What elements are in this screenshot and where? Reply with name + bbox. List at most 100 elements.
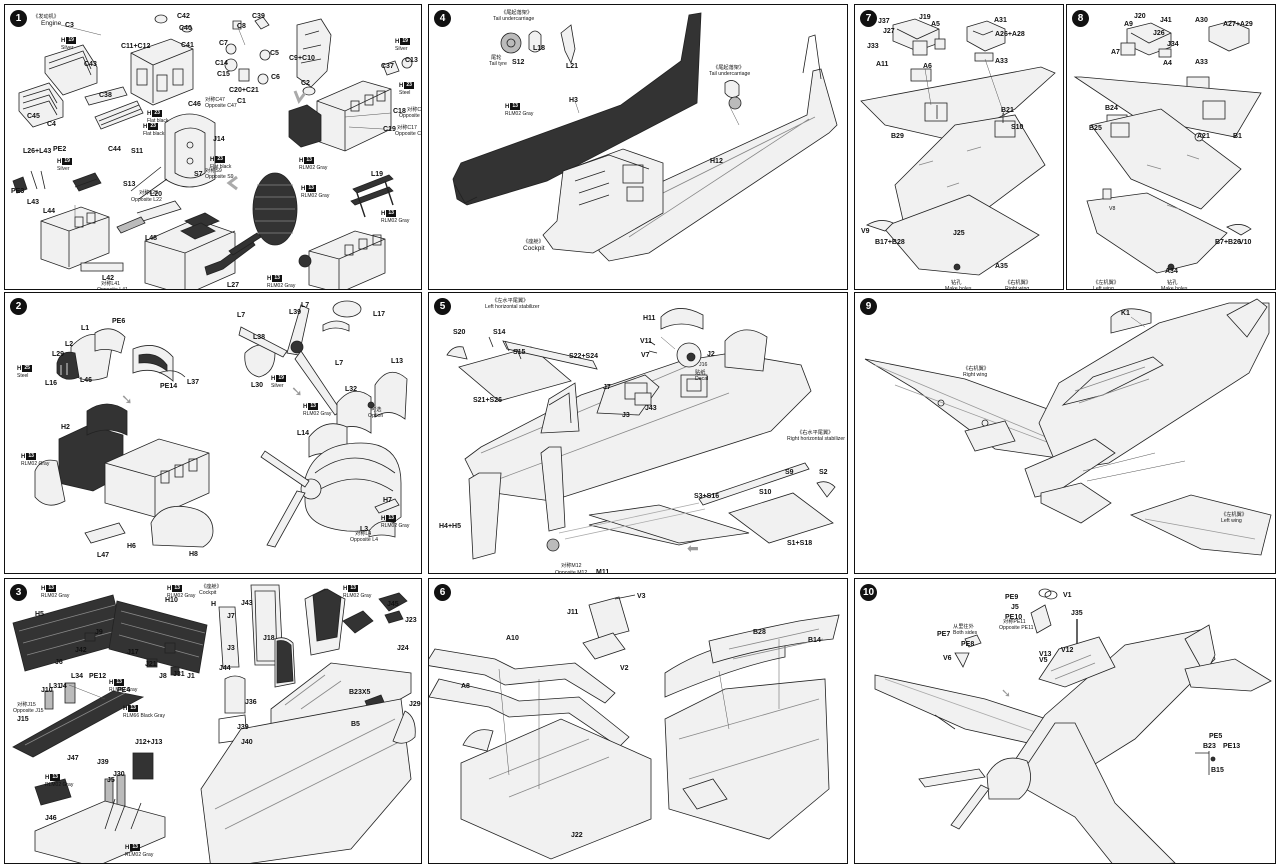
- step-number: 1: [10, 10, 27, 27]
- part-label: PE6: [112, 318, 126, 325]
- part-label: B23X5: [349, 689, 371, 696]
- part-label: V12: [1061, 647, 1074, 654]
- part-label: J6: [55, 659, 63, 666]
- part-label: C38: [99, 92, 112, 99]
- part-label: J33: [867, 43, 879, 50]
- part-label: J36: [245, 699, 257, 706]
- paint-name: Steel: [17, 373, 29, 379]
- part-label: L46: [80, 377, 93, 384]
- part-label: Tail tyre: [489, 61, 507, 67]
- part-label: C43: [84, 61, 97, 68]
- part-label: PE9: [1005, 594, 1019, 601]
- part-label: PE8: [961, 641, 975, 648]
- paint-brand-letter: H: [301, 185, 306, 192]
- paint-code: 19: [400, 38, 410, 45]
- part-label: B28: [753, 629, 766, 636]
- part-label: J20: [1134, 13, 1146, 20]
- part-label: 《左水平尾翼》: [492, 298, 529, 304]
- part-label: B15: [1211, 767, 1224, 774]
- part-label: J4: [59, 683, 67, 690]
- part-label: 《发动机》: [33, 14, 59, 20]
- part-label: 对称C16: [407, 107, 422, 113]
- part-label: V5: [1039, 657, 1048, 664]
- part-label: Opposite M12: [555, 570, 588, 574]
- part-label: J1: [187, 673, 195, 680]
- part-label: 对称C17: [397, 125, 417, 131]
- part-label: L18: [533, 45, 546, 52]
- part-label: C19: [383, 126, 396, 133]
- paint-name: RLM02 Gray: [41, 593, 70, 599]
- part-label: J22: [571, 832, 583, 839]
- paint-brand-letter: H: [381, 210, 386, 217]
- part-label: J15: [17, 716, 29, 723]
- svg-text:➘: ➘: [291, 383, 303, 399]
- part-label: H: [211, 601, 217, 608]
- paint-brand-letter: H: [147, 110, 152, 117]
- paint-code: 23: [404, 82, 414, 89]
- paint-brand-letter: H: [41, 585, 46, 592]
- part-label: V13: [1039, 651, 1052, 658]
- paint-name: Silver: [61, 45, 74, 51]
- step-10-illustration: ➘: [874, 588, 1272, 863]
- part-label: Right wing: [963, 372, 988, 378]
- part-label: J39: [97, 759, 109, 766]
- part-label: A27+A29: [1223, 21, 1253, 28]
- part-label: Left wing: [1221, 518, 1242, 524]
- part-label: 《座舱》: [523, 239, 544, 245]
- paint-code: 23: [148, 123, 158, 130]
- paint-brand-letter: H: [271, 375, 276, 382]
- part-label: H7: [383, 497, 392, 504]
- part-label: J31: [173, 671, 185, 678]
- paint-code: 13: [272, 275, 282, 282]
- part-label: L2: [65, 341, 74, 348]
- paint-code: 13: [386, 515, 396, 522]
- part-label: V8: [1109, 206, 1116, 212]
- part-label: 《左机翼》: [1093, 280, 1119, 286]
- part-label: L17: [373, 311, 386, 318]
- part-label: 《右水平尾翼》: [797, 430, 834, 436]
- part-label: C3: [65, 22, 74, 29]
- part-label: Option: [368, 413, 384, 419]
- part-label: C20+C21: [229, 87, 259, 94]
- paint-code: 13: [130, 844, 140, 851]
- svg-text:➘: ➘: [1001, 686, 1011, 700]
- part-label: J25: [953, 230, 965, 237]
- paint-code: 13: [172, 585, 182, 592]
- part-label: 《尾起落架》: [713, 65, 745, 71]
- part-label: J8: [159, 673, 167, 680]
- part-label: C9+C10: [289, 55, 315, 62]
- paint-code: 13: [306, 185, 316, 192]
- step-2-panel: 2: [4, 292, 422, 574]
- paint-name: Silver: [57, 166, 70, 172]
- paint-brand-letter: H: [343, 585, 348, 592]
- step-9-panel: 9 K1《右机翼》Right wing《左机翼》Left wing: [854, 292, 1276, 574]
- paint-code: 13: [304, 157, 314, 164]
- paint-code: 13: [46, 585, 56, 592]
- part-label: A30: [1195, 17, 1208, 24]
- part-label: 《尾起落架》: [501, 10, 533, 16]
- paint-name: RLM66 Black Gray: [123, 713, 165, 719]
- part-label: B23: [1203, 743, 1216, 750]
- part-label: A4: [1163, 60, 1172, 67]
- part-label: 对称L41: [101, 281, 121, 287]
- part-label: J42: [75, 647, 87, 654]
- paint-name: RLM02 Gray: [299, 165, 328, 171]
- paint-name: Steel: [399, 90, 411, 96]
- part-label: J47: [67, 755, 79, 762]
- part-label: L16: [45, 380, 58, 387]
- paint-code: 19: [62, 158, 72, 165]
- paint-brand-letter: H: [17, 365, 22, 372]
- part-label: C41: [181, 42, 194, 49]
- paint-code: 13: [510, 103, 520, 110]
- part-label: J30: [113, 771, 125, 778]
- paint-brand-letter: H: [167, 585, 172, 592]
- part-label: L32: [345, 386, 358, 393]
